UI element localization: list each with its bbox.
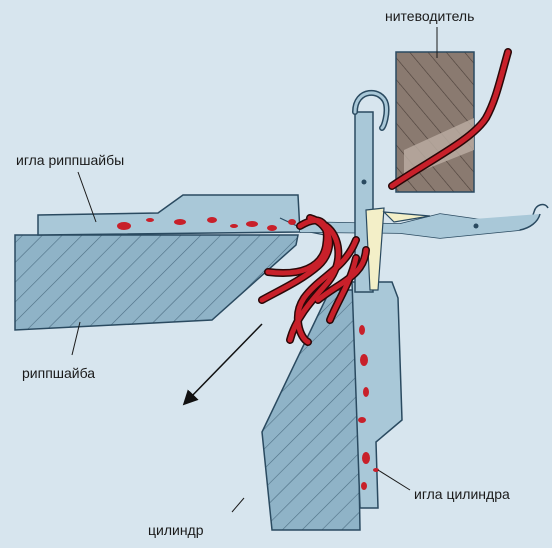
cylinder-body <box>262 290 360 530</box>
yarn-guide <box>392 52 508 192</box>
dial-label: риппшайба <box>22 365 95 381</box>
arrow-down-left-icon <box>188 324 262 400</box>
dial-needle-label: игла риппшайбы <box>16 152 124 168</box>
cylinder-label: цилиндр <box>148 522 204 538</box>
dial-needle <box>38 195 548 238</box>
yarn-guide-label: нитеводитель <box>385 8 474 24</box>
cylinder-needle-label: игла цилиндра <box>414 486 510 502</box>
dial-body <box>15 235 298 330</box>
